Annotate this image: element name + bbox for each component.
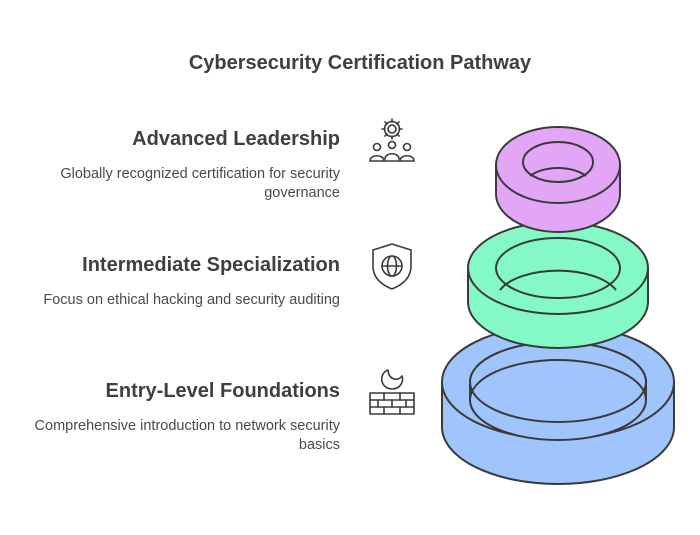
ring-advanced <box>495 126 621 233</box>
level-advanced-description: Globally recognized certification for se… <box>60 166 340 201</box>
level-intermediate: Intermediate Specialization Focus on eth… <box>0 253 340 310</box>
level-entry-description: Comprehensive introduction to network se… <box>34 418 340 453</box>
stacked-rings-graphic <box>441 126 675 485</box>
shield-globe-icon <box>372 243 412 290</box>
level-entry-heading: Entry-Level Foundations <box>105 380 340 402</box>
level-intermediate-heading: Intermediate Specialization <box>82 254 340 276</box>
level-advanced-heading: Advanced Leadership <box>132 128 340 150</box>
firewall-icon <box>369 369 415 415</box>
level-entry: Entry-Level Foundations Comprehensive in… <box>0 379 340 455</box>
level-advanced: Advanced Leadership Globally recognized … <box>0 127 340 203</box>
ring-entry <box>441 324 675 485</box>
level-intermediate-description: Focus on ethical hacking and security au… <box>43 292 340 308</box>
diagram-title: Cybersecurity Certification Pathway <box>188 52 532 74</box>
team-leadership-icon <box>369 118 415 162</box>
ring-intermediate <box>467 221 649 349</box>
